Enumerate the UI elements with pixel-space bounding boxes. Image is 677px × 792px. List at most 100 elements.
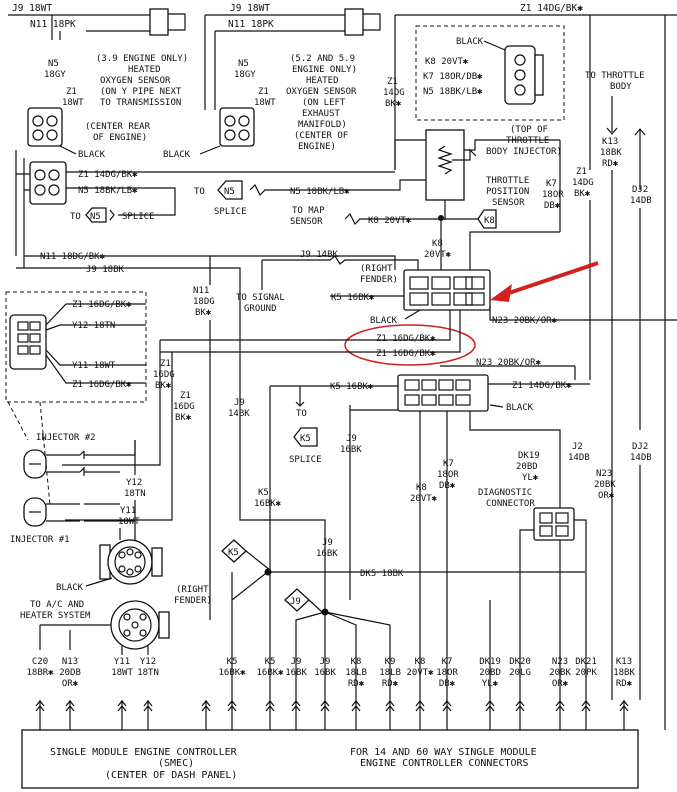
bottom-wire-label: 18OR — [436, 668, 458, 678]
z1-left-label: Z1 14DG/BK✱ — [78, 170, 138, 180]
k13-top-3: RD✱ — [602, 159, 619, 169]
pin-wire — [143, 700, 153, 730]
tps-label-2: POSITION — [486, 187, 529, 197]
k5-wire2-label: K5 16BK✱ — [330, 382, 374, 392]
injector-1: INJECTOR #1 — [10, 497, 135, 545]
black-label-mid: BLACK — [370, 316, 398, 326]
z1-vert-label-3: BK✱ — [385, 99, 402, 109]
s1-connector — [27, 107, 63, 147]
s1-n11-label: N11 18PK — [30, 19, 76, 30]
bottom-wire-label: DB✱ — [439, 679, 456, 689]
bottom-wire-label: 16BK✱ — [257, 668, 285, 678]
right-fender-1: (RIGHT — [360, 264, 393, 274]
lower-mid-connector: N23 20BK/OR✱ K5 16BK✱ Z1 14DG/BK✱ BLACK … — [269, 358, 590, 600]
z1-hl-label-1: Z1 16DG/BK✱ — [376, 334, 436, 344]
s2-n5-gauge: 18GY — [234, 70, 256, 80]
s1-j9-label: J9 18WT — [12, 3, 52, 14]
injector1-label: INJECTOR #1 — [10, 535, 70, 545]
right-fender-connector: K5 16BK✱ BLACK N23 20BK/OR✱ — [330, 261, 677, 326]
throttle-position-sensor: THROTTLE POSITION SENSOR — [394, 129, 560, 221]
bottom-wire-label: C20 — [32, 657, 48, 667]
red-arrow — [499, 261, 599, 298]
y12-1: Y12 — [126, 478, 142, 488]
bottom-wire-label: K8 — [351, 657, 362, 667]
bottom-wire-label: 20DB — [59, 668, 81, 678]
injector2-label: INJECTOR #2 — [36, 433, 96, 443]
pin-wire — [265, 700, 275, 730]
pin-wire — [201, 700, 211, 730]
k13-top-1: K13 — [602, 137, 618, 147]
n5-left-label: N5 18BK/LB✱ — [78, 186, 138, 196]
to-k5: TO — [296, 409, 307, 419]
bottom-wire-label: 18LB — [345, 668, 367, 678]
z1-right-label: Z1 14DG/BK✱ — [512, 381, 572, 391]
to-throttle-2: BODY — [610, 82, 632, 92]
y11-1: Y11 — [120, 506, 136, 516]
j9-diamond-tag: J9 — [290, 597, 301, 607]
k5-splice-label: SPLICE — [289, 455, 322, 465]
s2-desc-5: (ON LEFT — [302, 98, 346, 108]
z1-vert-r1: Z1 — [576, 167, 587, 177]
s2-desc-8: (CENTER OF — [294, 131, 348, 141]
n5-splice-label: SPLICE — [122, 212, 155, 222]
pin-wire — [65, 700, 75, 730]
bottom-wire-label: N23 — [552, 657, 568, 667]
bottom-wire-label: 18TN — [137, 668, 159, 678]
tps-n5-label: N5 18BK/LB✱ — [423, 87, 483, 97]
red-arrow-head — [490, 284, 512, 302]
n11-wire-label: N11 18DG/BK✱ — [40, 252, 106, 262]
bottom-wire-label: K5 — [227, 657, 238, 667]
injector-2: INJECTOR #2 — [23, 433, 136, 479]
s1-loc-2: OF ENGINE) — [93, 133, 147, 143]
dk5-label: DK5 18BK — [360, 569, 404, 579]
bottom-wire-label: 20VT✱ — [407, 668, 435, 678]
tps-k7-label: K7 18OR/DB✱ — [423, 72, 483, 82]
k8-vert-2: 20VT✱ — [424, 250, 452, 260]
pin-wire — [619, 700, 629, 730]
s2-desc-9: ENGINE) — [298, 142, 336, 152]
pin-wire — [485, 700, 495, 730]
s1-desc-2: HEATED — [128, 65, 161, 75]
bottom-wire-label: 16BK✱ — [219, 668, 247, 678]
z1-highlight: Z1 16DG/BK✱ Z1 16DG/BK✱ — [160, 310, 476, 366]
right-fender-low-1: (RIGHT — [176, 585, 209, 595]
n11-vert-3: BK✱ — [195, 308, 212, 318]
z1-vert-label-1: Z1 — [387, 77, 398, 87]
k5-mid-2: 16BK✱ — [254, 499, 282, 509]
z1-hl-label-2: Z1 16DG/BK✱ — [376, 349, 436, 359]
bottom-wire-label: OR✱ — [62, 679, 79, 689]
bottom-wire-labels: C2018BR✱N1320DBOR✱Y1118WTY1218TNK516BK✱K… — [27, 657, 636, 689]
injector-connector: Z1 16DG/BK✱ Y12 18TN Y11 18WT Z1 16DG/BK… — [5, 291, 147, 506]
s2-black-label: BLACK — [163, 150, 191, 160]
pin-wire — [581, 700, 591, 730]
y11-2: 18WT — [118, 517, 140, 527]
s1-loc-1: (CENTER REAR — [85, 122, 151, 132]
bottom-wire-label: OR✱ — [552, 679, 569, 689]
bottom-wire-label: 18LB — [379, 668, 401, 678]
bottom-wire-label: J9 — [291, 657, 302, 667]
y12-2: 18TN — [124, 489, 146, 499]
s2-desc-7: MANIFOLD) — [298, 120, 347, 130]
controller-line1: SINGLE MODULE ENGINE CONTROLLER — [50, 747, 238, 758]
controller-line2: (SMEC) — [158, 758, 194, 769]
n5-tag: N5 — [90, 212, 101, 222]
to-throttle-1: TO THROTTLE — [585, 71, 645, 81]
j2-1: J2 — [572, 442, 583, 452]
n23-low-1: N23 — [596, 469, 612, 479]
inj-y12-label: Y12 18TN — [72, 321, 115, 331]
dj2-low-1: DJ2 — [632, 442, 648, 452]
bottom-wire-label: 20BK — [549, 668, 571, 678]
bottom-wire-label: Y12 — [140, 657, 156, 667]
bottom-wire-label: 18BR✱ — [27, 668, 55, 678]
right-lower-wires: K8 20VT✱ K7 18OR DB✱ DK19 20BD YL✱ J2 14… — [410, 250, 652, 700]
k8-map-sensor: TO MAP SENSOR K8 20VT✱ K8 K8 20VT✱ — [290, 206, 560, 270]
k13-top-2: 18BK — [600, 148, 622, 158]
k7-vert-1: K7 — [546, 179, 557, 189]
lower-z1: Z1 16DG BK✱ Z1 16DG BK✱ J9 14BK — [62, 340, 250, 521]
to-label-2: TO — [194, 187, 205, 197]
n23-low-3: OR✱ — [598, 491, 615, 501]
bottom-wire-label: J9 — [320, 657, 331, 667]
tps-loc-3: BODY INJECTOR) — [486, 147, 562, 157]
